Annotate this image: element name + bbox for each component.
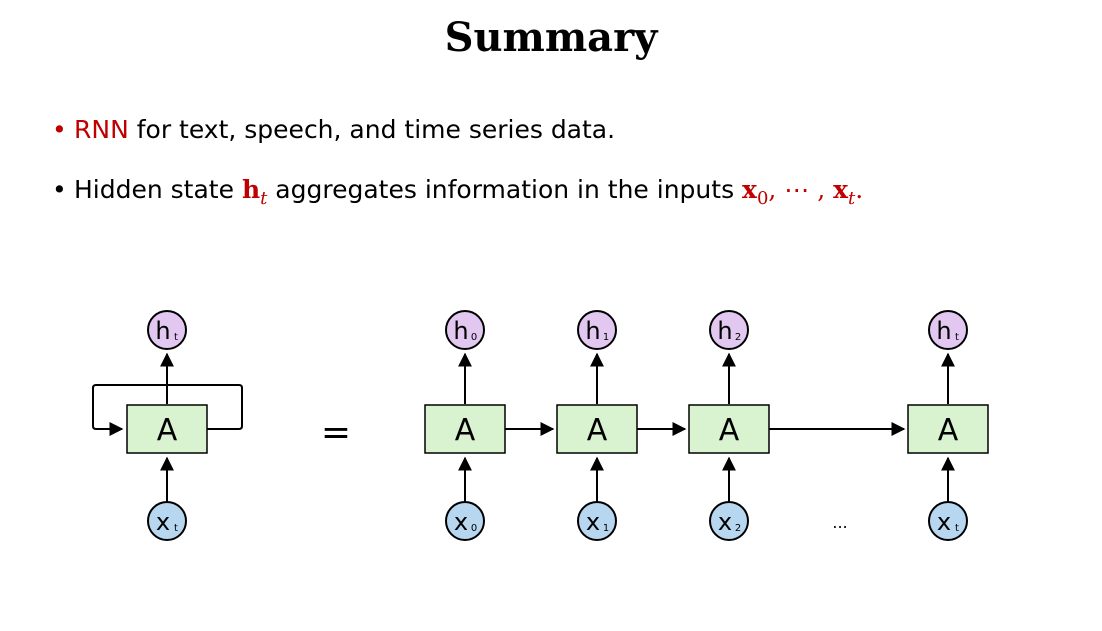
folded-cell: A xyxy=(126,404,208,454)
hidden-node-subscript: 2 xyxy=(735,332,741,343)
input-node-circle xyxy=(709,501,749,541)
cell-box xyxy=(126,404,208,454)
hidden-node-label: h xyxy=(155,317,170,345)
hidden-node-circle xyxy=(445,310,485,350)
cell-box xyxy=(556,404,638,454)
bullet-dot: • xyxy=(52,115,67,144)
hidden-node-label: h xyxy=(453,317,468,345)
input-symbol-first: x xyxy=(742,175,757,204)
unrolled-step-t: h t A x t xyxy=(907,310,989,541)
input-node-label: x xyxy=(718,508,732,536)
cell-label: A xyxy=(157,413,178,448)
hidden-node-circle xyxy=(709,310,749,350)
unrolled-step-0: h 0 A x 0 xyxy=(424,310,506,541)
hidden-node-subscript: t xyxy=(955,332,959,343)
hidden-node-label: h xyxy=(936,317,951,345)
unrolled-step-1: h 1 A x 1 xyxy=(556,310,638,541)
ellipsis: ... xyxy=(832,513,847,532)
hidden-state-subscript: t xyxy=(260,188,268,209)
cell-box xyxy=(907,404,989,454)
bullet-rnn: • RNN for text, speech, and time series … xyxy=(52,110,1092,150)
hidden-node-circle xyxy=(928,310,968,350)
input-subscript-first: 0 xyxy=(756,188,769,209)
input-separator: , ⋯ , xyxy=(768,175,834,204)
folded-input-node: x t xyxy=(147,501,187,541)
bullet-text: for text, speech, and time series data. xyxy=(128,115,616,144)
input-node-subscript: 1 xyxy=(603,523,609,534)
input-node-circle xyxy=(147,501,187,541)
hidden-node-label: h xyxy=(585,317,600,345)
bullet-text-pre: Hidden state xyxy=(74,175,242,204)
hidden-node-label: h xyxy=(717,317,732,345)
equals-sign: = xyxy=(321,412,351,453)
cell-box xyxy=(688,404,770,454)
recurrent-loop-arrow xyxy=(92,384,243,436)
folded-rnn: h t A x t xyxy=(92,310,243,541)
input-node-circle xyxy=(577,501,617,541)
hidden-node-subscript: t xyxy=(174,332,178,343)
bullet-dot: • xyxy=(52,175,67,204)
input-node-circle xyxy=(928,501,968,541)
bullet-list: • RNN for text, speech, and time series … xyxy=(52,110,1092,210)
slide-title: Summary xyxy=(444,14,658,61)
input-node-subscript: t xyxy=(955,523,959,534)
cell-box xyxy=(424,404,506,454)
bullet-hidden-state: • Hidden state ht aggregates information… xyxy=(52,170,1092,210)
input-node-label: x xyxy=(937,508,951,536)
input-node-circle xyxy=(445,501,485,541)
input-node-label: x xyxy=(454,508,468,536)
hidden-node-circle xyxy=(577,310,617,350)
hidden-node-subscript: 0 xyxy=(471,332,477,343)
cell-label: A xyxy=(938,413,959,448)
input-symbol-last: x xyxy=(833,175,849,204)
unrolled-rnn: h 0 A x 0 h 1 A x xyxy=(424,310,989,541)
bullet-period: . xyxy=(855,175,864,204)
input-node-label: x xyxy=(586,508,600,536)
input-node-subscript: t xyxy=(174,523,178,534)
input-node-subscript: 0 xyxy=(471,523,477,534)
cell-label: A xyxy=(587,413,608,448)
hidden-node-subscript: 1 xyxy=(603,332,609,343)
cell-label: A xyxy=(719,413,740,448)
input-node-label: x xyxy=(156,508,170,536)
bullet-text-mid: aggregates information in the inputs xyxy=(267,175,743,204)
unrolled-step-2: h 2 A x 2 xyxy=(688,310,770,541)
hidden-node-circle xyxy=(147,310,187,350)
hidden-state-symbol: h xyxy=(241,175,261,204)
folded-hidden-node: h t xyxy=(147,310,187,350)
rnn-highlight: RNN xyxy=(74,115,129,144)
cell-label: A xyxy=(455,413,476,448)
input-subscript-last: t xyxy=(848,188,856,209)
input-node-subscript: 2 xyxy=(735,523,741,534)
